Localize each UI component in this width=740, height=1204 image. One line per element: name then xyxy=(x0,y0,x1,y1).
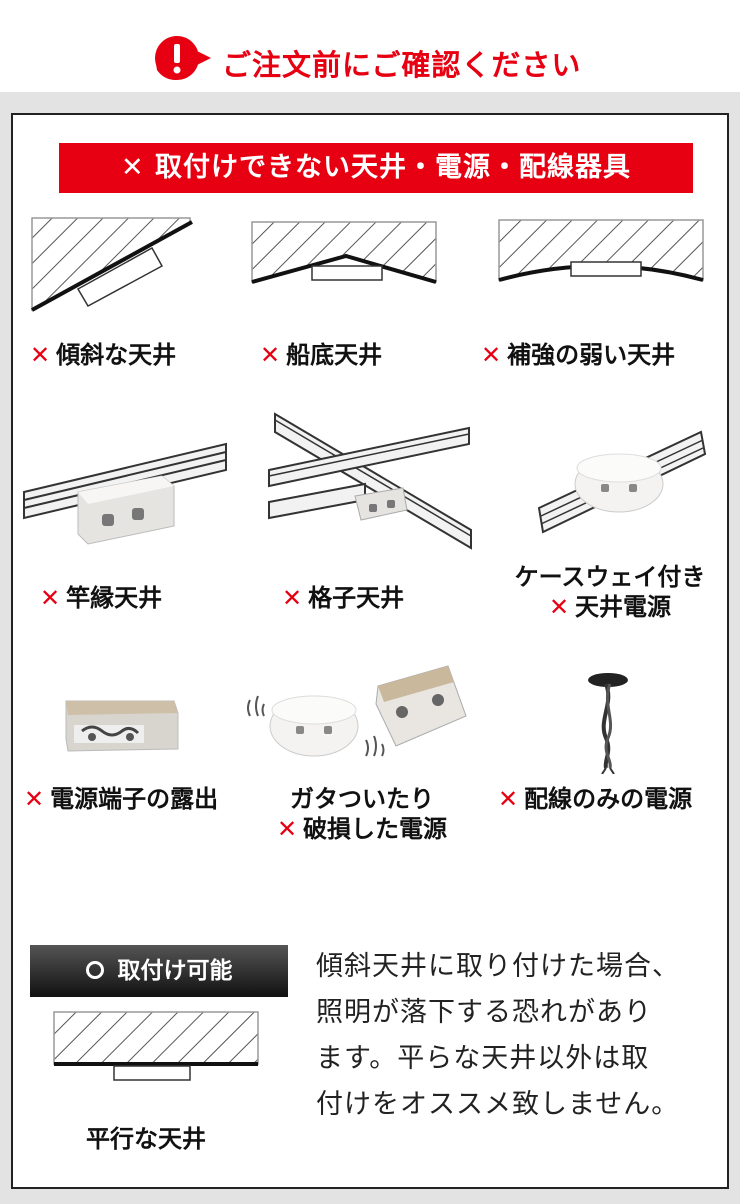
ok-caption: 平行な天井 xyxy=(86,1125,206,1153)
cross-icon: ✕ xyxy=(40,584,61,612)
exclamation-bubble-icon xyxy=(155,36,211,80)
cross-icon: ✕ xyxy=(30,341,51,369)
ng-label-boat-ceiling: ✕船底天井 xyxy=(260,341,383,369)
caseway-ceiling-outlet-illustration xyxy=(537,430,707,534)
ng-label-sloped-ceiling: ✕傾斜な天井 xyxy=(30,341,177,369)
damaged-outlet-illustration xyxy=(247,665,467,757)
header-title: ご注文前にご確認ください xyxy=(222,48,582,82)
wiring-only-outlet-illustration xyxy=(588,673,628,774)
flat-ceiling-illustration xyxy=(53,1011,259,1081)
cross-icon: ✕ xyxy=(260,341,281,369)
cross-icon: ✕ xyxy=(548,593,570,621)
cross-icon: ✕ xyxy=(282,584,303,612)
ng-label-weak-ceiling: ✕補強の弱い天井 xyxy=(481,341,676,369)
exposed-terminal-illustration xyxy=(65,700,179,752)
note-line: ます。平らな天井以外は取 xyxy=(316,1043,650,1074)
ng-label-caseway-outlet: ケースウェイ付き ✕天井電源 xyxy=(514,563,706,621)
cross-icon: ✕ xyxy=(498,785,519,813)
header: ご注文前にご確認ください xyxy=(0,0,740,92)
note-line: 付けをオススメ致しません。 xyxy=(316,1089,680,1120)
circle-ok-icon xyxy=(85,961,104,979)
ng-banner: ✕ 取付けできない天井・電源・配線器具 xyxy=(59,143,693,193)
ng-label-batten-ceiling: ✕竿縁天井 xyxy=(40,584,163,612)
content-panel xyxy=(11,113,729,1189)
note-line: 傾斜天井に取り付けた場合、 xyxy=(316,951,680,982)
sloped-ceiling-illustration xyxy=(31,217,193,312)
note-line: 照明が落下する恐れがあり xyxy=(316,997,652,1028)
ng-label-damaged-outlet: ガタついたり ✕破損した電源 xyxy=(276,785,448,843)
ng-label-exposed-terminal: ✕電源端子の露出 xyxy=(24,785,219,813)
cross-icon: ✕ xyxy=(24,785,45,813)
batten-ceiling-illustration xyxy=(23,442,227,545)
warning-note: 傾斜天井に取り付けた場合、 照明が落下する恐れがあり ます。平らな天井以外は取 … xyxy=(316,944,722,1128)
lattice-ceiling-illustration xyxy=(268,412,472,550)
cross-icon: ✕ xyxy=(481,341,502,369)
cross-icon: ✕ xyxy=(276,815,298,843)
boat-bottom-ceiling-illustration xyxy=(251,221,437,284)
ng-label-lattice-ceiling: ✕格子天井 xyxy=(282,584,405,612)
ng-label-wiring-only: ✕配線のみの電源 xyxy=(498,785,693,813)
ok-banner: 取付け可能 xyxy=(30,945,288,997)
weak-ceiling-illustration xyxy=(498,219,704,282)
